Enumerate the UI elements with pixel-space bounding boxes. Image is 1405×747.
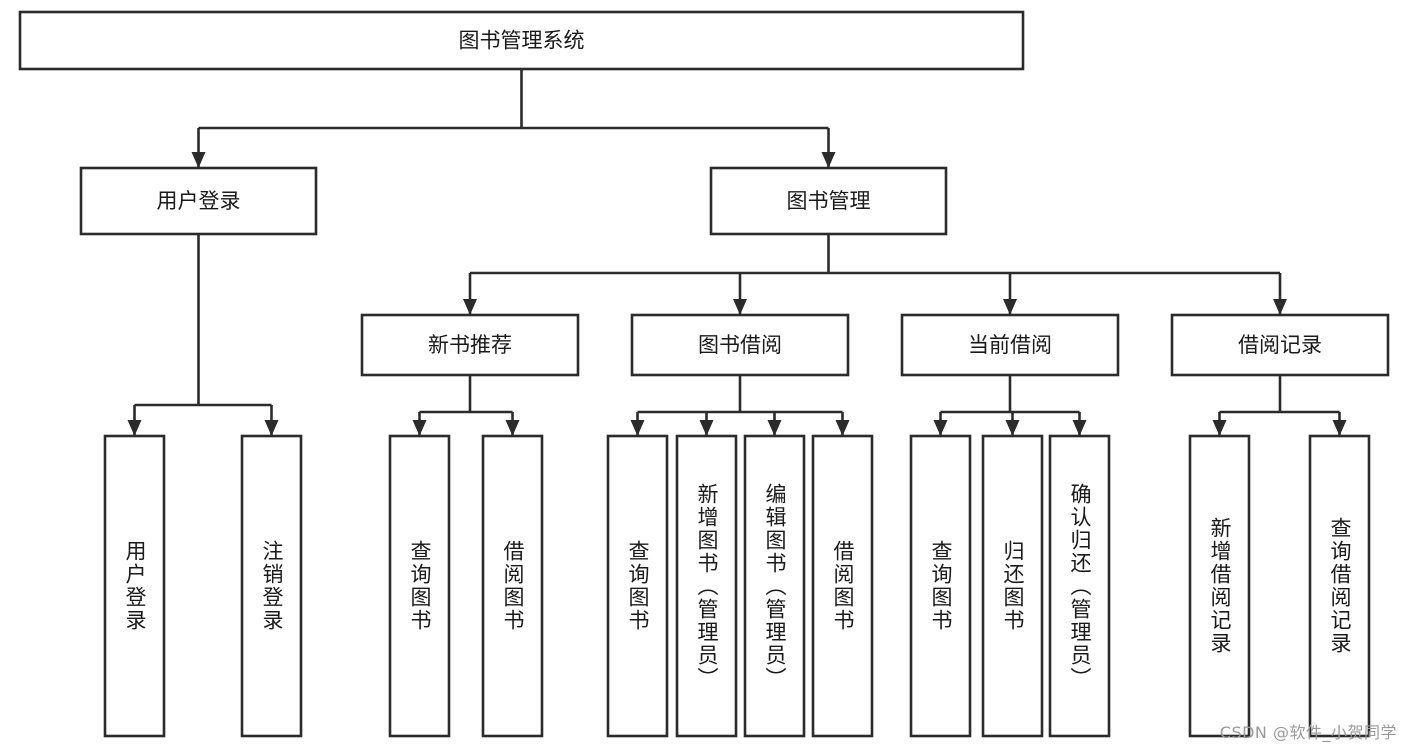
- node-box-book-manage[interactable]: [709, 166, 948, 236]
- node-box-borrow-record[interactable]: [1170, 313, 1390, 377]
- arrow-head-icon: [699, 420, 714, 436]
- node-label-user-login: 用户登录: [157, 189, 241, 213]
- node-box-current-borrow[interactable]: [900, 313, 1120, 377]
- arrow-head-icon: [1332, 420, 1347, 436]
- arrow-head-icon: [1003, 299, 1017, 315]
- node-box-leaf-add-book[interactable]: [675, 434, 738, 738]
- node-box-new-book-rec[interactable]: [360, 313, 580, 377]
- node-box-leaf-borrow-book-2[interactable]: [811, 434, 874, 738]
- node-box-leaf-add-record[interactable]: [1188, 434, 1251, 738]
- arrow-head-icon: [191, 152, 206, 168]
- arrow-head-icon: [1212, 420, 1227, 436]
- node-box-leaf-query-book-1[interactable]: [388, 434, 451, 738]
- node-box-leaf-edit-book[interactable]: [743, 434, 806, 738]
- node-box-leaf-borrow-book-1[interactable]: [481, 434, 544, 738]
- arrow-head-icon: [463, 299, 477, 315]
- node-box-user-login[interactable]: [79, 166, 318, 236]
- node-label-book-manage: 图书管理: [787, 189, 871, 213]
- arrow-head-icon: [127, 420, 142, 436]
- node-box-leaf-query-book-3[interactable]: [909, 434, 972, 738]
- node-label-new-book-rec: 新书推荐: [428, 333, 512, 357]
- node-box-leaf-logout[interactable]: [240, 434, 303, 738]
- arrow-head-icon: [412, 420, 427, 436]
- watermark-text: CSDN @软件_小贺同学: [1219, 723, 1397, 742]
- arrow-head-icon: [1005, 420, 1020, 436]
- arrow-head-icon: [835, 420, 850, 436]
- arrow-head-icon: [821, 152, 836, 168]
- node-box-root[interactable]: [18, 10, 1025, 71]
- node-box-leaf-confirm-return[interactable]: [1048, 434, 1111, 738]
- node-box-leaf-return-book[interactable]: [981, 434, 1044, 738]
- connectors-layer: [127, 69, 1347, 436]
- arrow-head-icon: [733, 299, 747, 315]
- arrow-head-icon: [505, 420, 520, 436]
- arrow-head-icon: [264, 420, 279, 436]
- arrow-head-icon: [1072, 420, 1087, 436]
- node-label-book-borrow: 图书借阅: [698, 333, 782, 357]
- node-box-leaf-user-login[interactable]: [103, 434, 166, 738]
- node-label-borrow-record: 借阅记录: [1238, 333, 1322, 357]
- node-label-root: 图书管理系统: [459, 29, 585, 53]
- node-box-leaf-query-record[interactable]: [1308, 434, 1371, 738]
- arrow-head-icon: [767, 420, 782, 436]
- arrow-head-icon: [933, 420, 948, 436]
- node-box-book-borrow[interactable]: [630, 313, 850, 377]
- arrow-head-icon: [1273, 299, 1287, 315]
- node-box-leaf-query-book-2[interactable]: [606, 434, 669, 738]
- node-label-current-borrow: 当前借阅: [968, 333, 1052, 357]
- arrow-head-icon: [630, 420, 645, 436]
- boxes-layer: [18, 10, 1390, 738]
